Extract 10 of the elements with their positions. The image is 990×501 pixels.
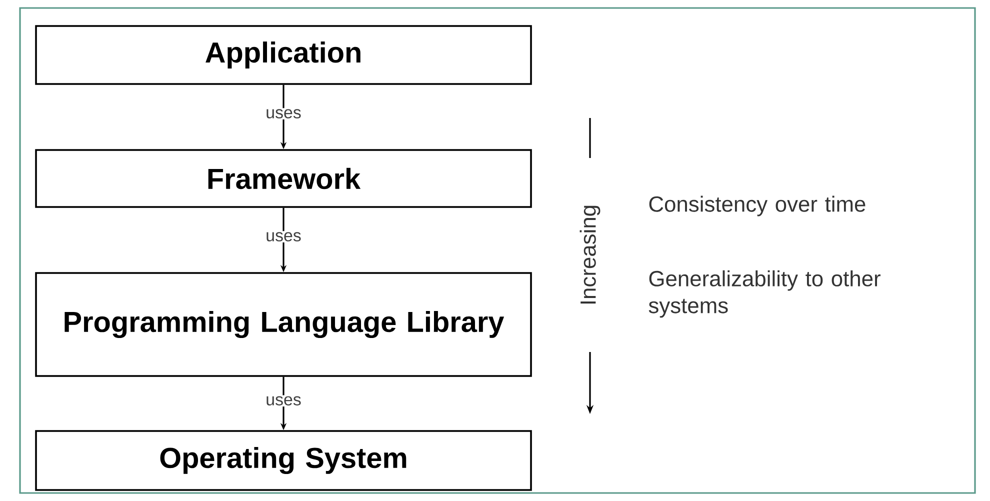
edge-label: uses: [264, 231, 302, 242]
axis-label: Increasing: [580, 206, 600, 304]
note-text: Consistency over time: [649, 196, 866, 216]
layer-box: Framework: [35, 149, 532, 208]
layer-box: Operating System: [35, 430, 532, 491]
note-text: Generalizability to other systems: [648, 270, 880, 318]
layer-box: Application: [35, 25, 532, 85]
edge-label: uses: [264, 108, 302, 120]
edge-label: uses: [264, 395, 302, 406]
layer-box: Programming Language Library: [35, 272, 532, 377]
